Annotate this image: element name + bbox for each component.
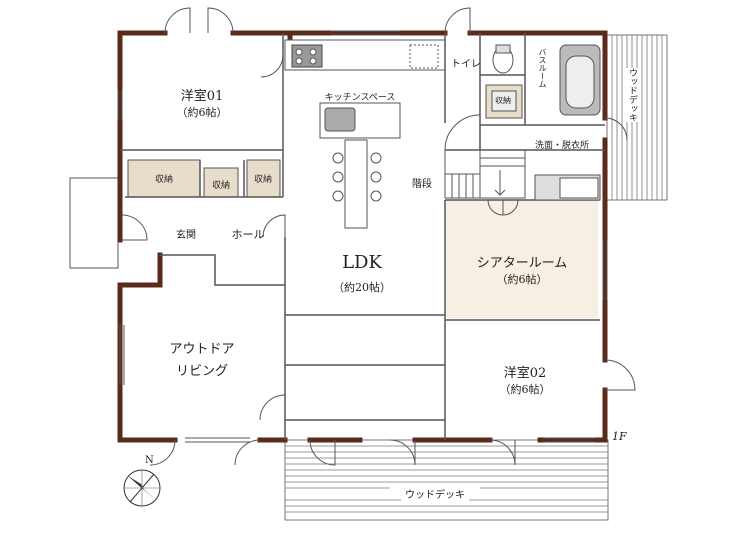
theater-room-fill (445, 200, 598, 318)
storage-a-fill (127, 159, 201, 198)
outdoor-living-label-2: リビング (175, 364, 229, 379)
windows (117, 30, 608, 443)
exterior-walls (117, 30, 608, 443)
ldk-size: （約20帖） (333, 281, 391, 294)
kitchen-fixtures (284, 39, 446, 229)
storage-b-label: 収納 (211, 181, 231, 191)
western1-name: 洋室01 (180, 89, 224, 104)
compass-icon (123, 469, 161, 507)
outdoor-living-label-1: アウトドア (169, 342, 235, 357)
ldk-name: LDK (342, 252, 382, 273)
storage-c-label: 収納 (253, 175, 273, 185)
compass-north: N (145, 455, 154, 466)
storage-d-label: 収納 (495, 96, 511, 105)
floor-label: 1F (612, 430, 627, 443)
kitchen-label: キッチンスペース (324, 93, 396, 103)
deck-right-label: ウッドデッキ (626, 68, 639, 122)
porch (69, 177, 119, 269)
stairs-drawing (444, 149, 526, 199)
western2-name: 洋室02 (503, 366, 547, 381)
stairs-label: 階段 (412, 179, 432, 190)
toilet-label: トイレ (451, 59, 481, 70)
entrance-label: 玄関 (176, 230, 196, 241)
storage-b-fill (203, 167, 239, 198)
bottom-wood-deck (284, 439, 609, 521)
storage-c-fill (246, 159, 281, 198)
bathroom-label: バスルーム (538, 48, 547, 88)
deck-bottom-label: ウッドデッキ (401, 486, 469, 501)
storage-a-label: 収納 (154, 175, 174, 185)
doors (121, 7, 636, 466)
theater-name: シアタールーム (476, 256, 568, 271)
theater-size: （約6帖） (496, 273, 548, 286)
hall-label: ホール (231, 228, 265, 241)
washroom-label: 洗面・脱衣所 (534, 141, 590, 151)
western2-size: （約6帖） (499, 383, 551, 396)
interior-walls (120, 33, 605, 440)
bath-fixtures (491, 44, 601, 201)
western1-size: （約6帖） (176, 106, 228, 119)
